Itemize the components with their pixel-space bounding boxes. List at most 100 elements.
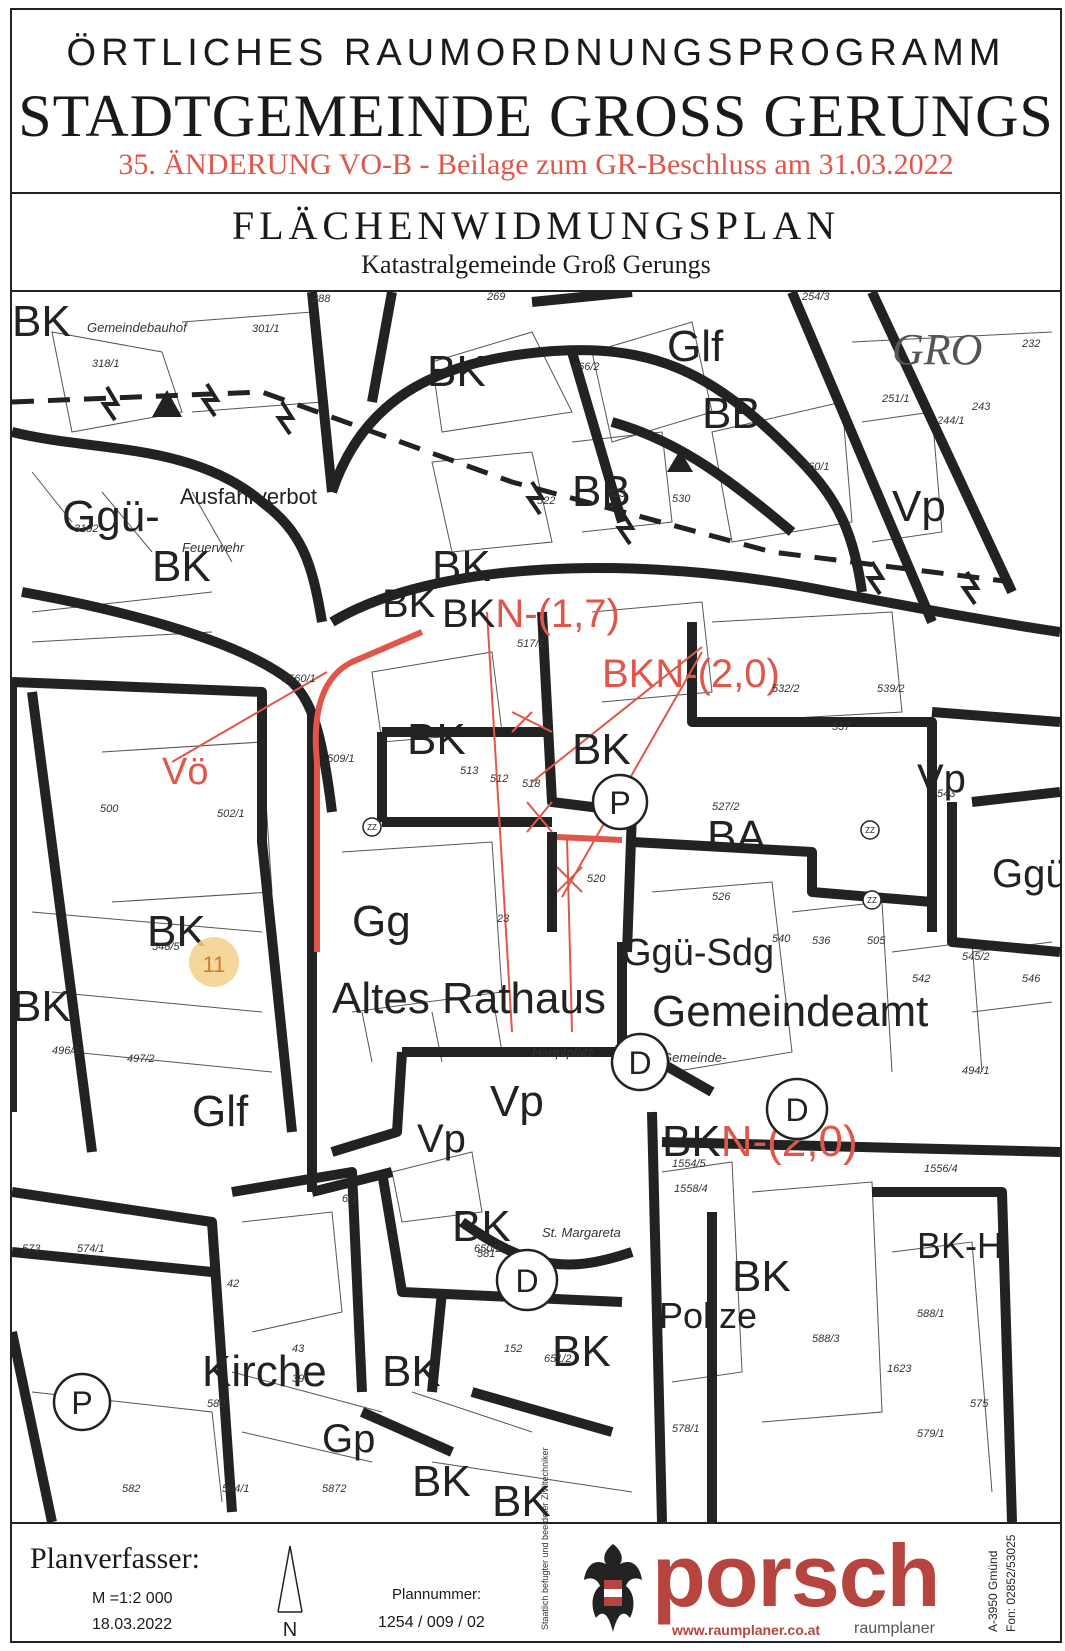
zone-label: Glf	[192, 1087, 249, 1136]
coat-of-arms-icon	[584, 1544, 642, 1632]
parcel-number: 232	[1021, 338, 1040, 350]
transformer-triangle-icon	[667, 450, 693, 472]
parking-icon: P	[609, 785, 630, 821]
parcel-number: 574/1	[77, 1243, 105, 1255]
parcel-number: 532/2	[772, 683, 800, 695]
parcel-number: 512	[490, 773, 508, 785]
zone-label: BK	[382, 582, 436, 626]
parcel-number: 540	[772, 933, 791, 945]
parcel-number: 588/1	[917, 1308, 945, 1320]
parcel-number: 545/2	[962, 951, 990, 963]
monument-icon: D	[628, 1045, 651, 1081]
zone-label: BK-H	[917, 1225, 1003, 1266]
parcel-number: 518	[522, 778, 541, 790]
parcel-number: 318/1	[92, 358, 120, 370]
zone-label: BKN-(1,7)	[442, 592, 620, 636]
parcel-number: 580	[207, 1398, 226, 1410]
parcel-number: 260/1	[801, 461, 830, 473]
header-divider	[12, 192, 1060, 194]
zone-label: Gemeindeamt	[652, 987, 928, 1036]
parcel-number: 509/1	[327, 753, 355, 765]
parcel-number: 1560/1	[282, 673, 316, 685]
zone-label: BB	[702, 389, 761, 438]
place-label: St. Margareta	[542, 1225, 621, 1240]
place-label: Gemeinde-	[662, 1050, 727, 1065]
lightning-symbols	[100, 382, 981, 606]
map-canvas: GlfBBGROBKBBVpGgü-AusfahrverbotBKBKBKBKN…	[12, 292, 1060, 1522]
parcel-number: 578/1	[672, 1423, 700, 1435]
parcel-number: 537	[832, 721, 851, 733]
parcel-number: 23	[496, 913, 510, 925]
zone-label: BK	[412, 1457, 471, 1506]
parcel-number: 548/5	[152, 941, 180, 953]
zone-label: Gg	[352, 897, 411, 946]
zone-label: Ggü-Sdg	[992, 852, 1060, 896]
north-arrow-icon: N	[277, 1545, 303, 1639]
parcel-number: 650/2	[474, 1243, 502, 1255]
parcel-number: 582	[122, 1483, 140, 1495]
parcel-number: 517/1	[517, 638, 545, 650]
header-bottom-divider	[12, 290, 1060, 292]
zone-label: BK	[552, 1327, 611, 1376]
municipality-title: STADTGEMEINDE GROSS GERUNGS	[18, 83, 1054, 149]
parcel-number: 494/1	[962, 1065, 990, 1077]
public-traffic-label: Vö	[162, 751, 208, 793]
zone-label: GRO	[892, 325, 982, 374]
company-website[interactable]: www.raumplaner.co.at	[672, 1622, 821, 1638]
parcel-number: 523	[607, 488, 626, 500]
plan-date: 18.03.2022	[92, 1616, 173, 1633]
transformer-triangle-icon	[152, 390, 182, 417]
parcel-number: 526	[712, 891, 731, 903]
parcel-lines	[31, 311, 1053, 1503]
parcel-number: 513	[460, 765, 479, 777]
company-role: raumplaner	[854, 1620, 935, 1637]
parcel-number: 243	[971, 401, 991, 413]
parcel-number: 5872	[322, 1483, 346, 1495]
zone-label: Polize	[659, 1295, 757, 1336]
amendment-leader-lines	[171, 611, 703, 1033]
parcel-number: 3192	[74, 523, 98, 535]
parcel-number: 301/1	[252, 323, 280, 335]
zone-label: Gp	[322, 1417, 375, 1461]
parcel-number: 536	[812, 935, 831, 947]
parcel-number: 496/3	[52, 1045, 80, 1057]
parcel-number: 269	[486, 292, 505, 303]
plan-title: FLÄCHENWIDMUNGSPLAN	[231, 203, 841, 248]
tree-icon: ZZ	[867, 896, 877, 905]
zone-label: Ggü-Sdg	[622, 932, 774, 974]
parcel-number: 584/1	[222, 1483, 250, 1495]
parcel-number: 1558/4	[674, 1183, 708, 1195]
plan-sheet: ÖRTLICHES RAUMORDNUNGSPROGRAMM STADTGEME…	[10, 8, 1062, 1643]
parcel-number: 579/1	[917, 1428, 945, 1440]
zone-label: BK	[732, 1252, 791, 1301]
parking-icon: P	[71, 1385, 92, 1421]
company-logo: porsch	[652, 1526, 940, 1625]
parcel-number: 520	[587, 873, 606, 885]
parcel-number: 575	[970, 1398, 989, 1410]
parcel-number: 581	[477, 1248, 495, 1260]
parcel-number: 1554/5	[672, 1158, 707, 1170]
certification-text: Staatlich befugter und beeideter Zivilte…	[540, 1447, 550, 1630]
parcel-number: 522	[537, 495, 555, 507]
company-address: A-3950 Gmünd Fon: 02852/53025	[980, 1535, 1040, 1640]
zone-label: BK	[492, 1477, 551, 1522]
planner-label: Planverfasser:	[30, 1542, 200, 1575]
zone-label: BK	[12, 982, 71, 1031]
zone-label: BK	[152, 542, 211, 591]
north-label: N	[283, 1619, 297, 1639]
zone-label: Vp	[892, 482, 946, 531]
parcel-number: 266/2	[571, 361, 600, 373]
zone-label: BKN-(2,0)	[602, 652, 780, 696]
zone-label: BK	[572, 725, 631, 774]
parcel-number: 573	[22, 1243, 41, 1255]
parcel-number: 251/1	[881, 393, 910, 405]
parcel-number: 1556/4	[924, 1163, 958, 1175]
zone-label: BA	[707, 812, 766, 861]
plan-header: ÖRTLICHES RAUMORDNUNGSPROGRAMM STADTGEME…	[12, 10, 1060, 292]
place-label: Gemeindebauhof	[87, 320, 188, 335]
zone-label: BK	[12, 297, 71, 346]
parcel-number: 542	[912, 973, 930, 985]
